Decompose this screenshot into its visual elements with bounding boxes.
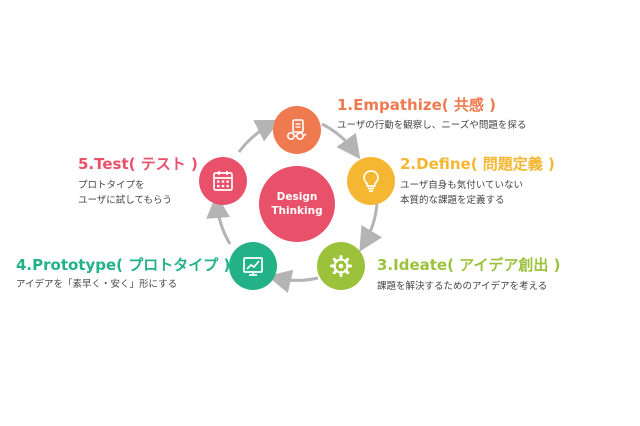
stage-5-desc-line1: プロトタイプを bbox=[78, 180, 145, 191]
arrow-empathize-to-define bbox=[321, 122, 361, 160]
stage-2-desc-line1: ユーザ自身も気付いていない bbox=[400, 180, 524, 191]
test-node bbox=[199, 157, 247, 205]
prototype-node bbox=[229, 242, 277, 290]
stage-5-desc-line2: ユーザに試してもらう bbox=[78, 195, 173, 206]
define-node bbox=[347, 157, 395, 205]
ideate-node bbox=[317, 242, 365, 290]
stage-3-desc: 課題を解決するためのアイデアを考える bbox=[377, 281, 548, 292]
arrow-prototype-to-test bbox=[206, 194, 232, 245]
center-title-line2: Thinking bbox=[271, 205, 323, 217]
gear-icon bbox=[330, 255, 352, 277]
stage-2-title: 2.Define( 問題定義 ) bbox=[400, 155, 555, 173]
stage-3-title: 3.Ideate( アイデア創出 ) bbox=[377, 256, 561, 274]
arrow-define-to-ideate bbox=[359, 202, 383, 252]
lightbulb-icon bbox=[363, 170, 379, 192]
calendar-icon bbox=[213, 171, 233, 191]
stage-1-desc: ユーザの行動を観察し、ニーズや問題を探る bbox=[337, 120, 527, 131]
stage-4-title: 4.Prototype( プロトタイプ ) bbox=[16, 256, 231, 274]
empathy-icon bbox=[286, 119, 307, 141]
arrow-test-to-empathize bbox=[237, 119, 281, 153]
stage-5-title: 5.Test( テスト ) bbox=[78, 155, 198, 173]
center-circle: Design Thinking bbox=[259, 166, 335, 242]
chart-screen-icon bbox=[243, 257, 263, 276]
empathize-node bbox=[273, 106, 321, 154]
arrow-ideate-to-prototype bbox=[267, 269, 319, 294]
stage-4-desc: アイデアを「素早く・安く」形にする bbox=[16, 279, 178, 290]
stage-2-desc-line2: 本質的な課題を定義する bbox=[400, 195, 505, 206]
center-title-line1: Design bbox=[276, 191, 318, 203]
stage-1-title: 1.Empathize( 共感 ) bbox=[337, 96, 496, 114]
